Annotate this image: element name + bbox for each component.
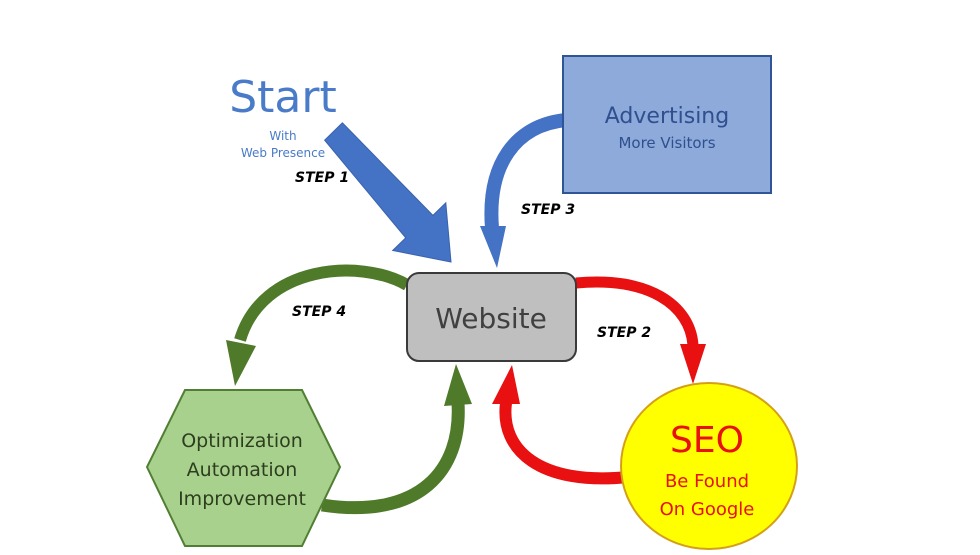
- optimization-return-arrow: [321, 364, 472, 515]
- step3-label: STEP 3: [521, 202, 575, 218]
- seo-circle: SEO Be Found On Google: [620, 382, 798, 550]
- website-box: Website: [406, 272, 577, 362]
- advertising-subtitle: More Visitors: [618, 134, 715, 152]
- step1-arrow: [323, 122, 452, 263]
- start-subtitle-line2: Web Presence: [241, 146, 325, 160]
- start-title: Start: [229, 72, 337, 123]
- optimization-line2: Automation: [187, 459, 298, 481]
- optimization-hexagon: Optimization Automation Improvement: [145, 389, 342, 547]
- advertising-box: Advertising More Visitors: [562, 55, 772, 194]
- seo-title: SEO: [670, 420, 744, 461]
- seo-line2: On Google: [660, 499, 755, 520]
- seo-return-arrow: [492, 365, 629, 485]
- start-subtitle-line1: With: [269, 129, 296, 143]
- advertising-title: Advertising: [605, 104, 729, 129]
- optimization-line1: Optimization: [181, 430, 303, 452]
- step3-arrow: [480, 113, 567, 268]
- step4-label: STEP 4: [292, 304, 346, 320]
- step4-arrow: [226, 264, 410, 386]
- optimization-line3: Improvement: [178, 488, 306, 510]
- step2-arrow: [575, 276, 706, 384]
- website-label: Website: [435, 302, 547, 335]
- start-label: Start With Web Presence: [229, 72, 337, 160]
- seo-line1: Be Found: [665, 471, 749, 492]
- step2-label: STEP 2: [597, 325, 651, 341]
- step1-label: STEP 1: [295, 170, 349, 186]
